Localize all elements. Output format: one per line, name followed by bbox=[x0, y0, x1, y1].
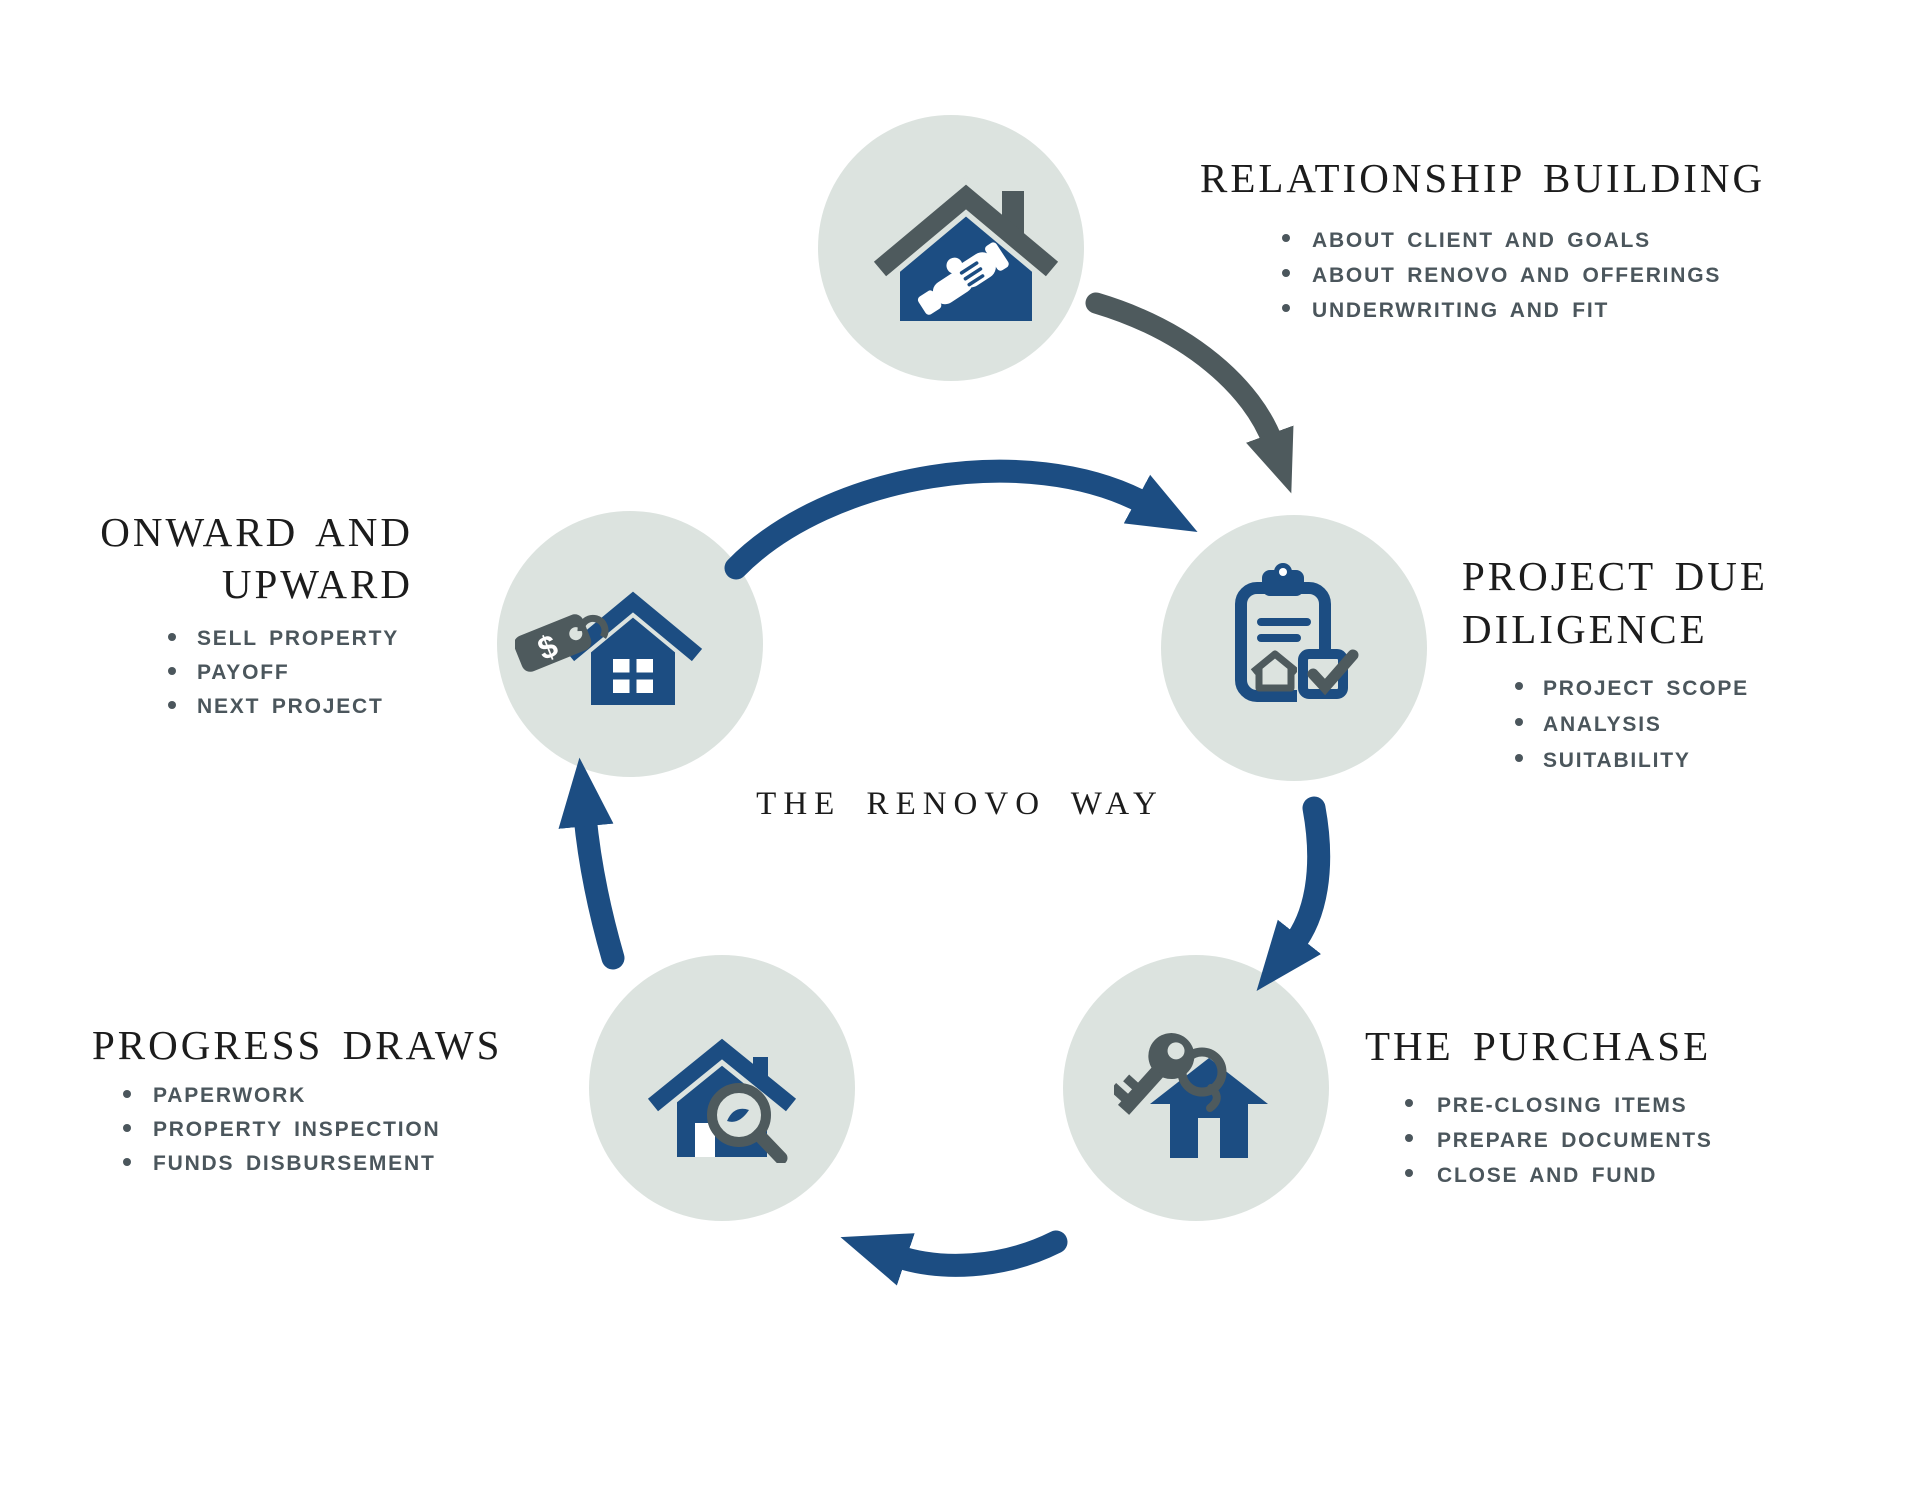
bullet-item: ABOUT RENOVO AND OFFERINGS bbox=[1282, 258, 1860, 293]
bullet-item: PAYOFF bbox=[168, 656, 413, 690]
arrow-onward-to-diligence bbox=[724, 459, 1198, 580]
price-tag: $ bbox=[515, 614, 592, 672]
house-price-tag-icon: $ bbox=[515, 586, 705, 705]
arrow-diligence-to-purchase bbox=[1256, 796, 1331, 991]
diagram-center-title: THE RENOVO WAY bbox=[756, 786, 1164, 822]
stage-text-diligence: PROJECT DUE DILIGENCE PROJECT SCOPE ANAL… bbox=[1462, 550, 1902, 779]
stage-title-diligence: PROJECT DUE DILIGENCE bbox=[1462, 553, 1768, 652]
clipboard-checklist-icon bbox=[1235, 563, 1359, 702]
bullet-item: UNDERWRITING AND FIT bbox=[1282, 293, 1860, 328]
bullet-item: NEXT PROJECT bbox=[168, 690, 413, 724]
stage-circle-purchase bbox=[1063, 955, 1329, 1221]
bullet-item: PAPERWORK bbox=[123, 1079, 632, 1113]
stage-bullets-draws: PAPERWORK PROPERTY INSPECTION FUNDS DISB… bbox=[123, 1079, 632, 1181]
key-house-icon bbox=[1113, 1032, 1268, 1158]
stage-title-relationship: RELATIONSHIP BUILDING bbox=[1200, 155, 1766, 201]
stage-bullets-diligence: PROJECT SCOPE ANALYSIS SUITABILITY bbox=[1515, 671, 1902, 779]
stage-text-purchase: THE PURCHASE PRE-CLOSING ITEMS PREPARE D… bbox=[1365, 1023, 1865, 1193]
bullet-item: FUNDS DISBURSEMENT bbox=[123, 1147, 632, 1181]
bullet-item: CLOSE AND FUND bbox=[1405, 1158, 1865, 1193]
bullet-item: ABOUT CLIENT AND GOALS bbox=[1282, 223, 1860, 258]
stage-text-onward: ONWARD AND UPWARD SELL PROPERTY PAYOFF N… bbox=[95, 506, 413, 724]
stage-circle-relationship bbox=[818, 115, 1084, 381]
bullet-item: SUITABILITY bbox=[1515, 743, 1902, 779]
stage-text-draws: PROGRESS DRAWS PAPERWORK PROPERTY INSPEC… bbox=[92, 1022, 632, 1181]
stage-bullets-purchase: PRE-CLOSING ITEMS PREPARE DOCUMENTS CLOS… bbox=[1405, 1088, 1865, 1193]
stage-text-relationship: RELATIONSHIP BUILDING ABOUT CLIENT AND G… bbox=[1200, 155, 1860, 328]
stage-title-onward: ONWARD AND UPWARD bbox=[100, 509, 413, 607]
arrow-purchase-to-draws bbox=[840, 1230, 1068, 1286]
stage-circle-diligence bbox=[1161, 515, 1427, 781]
stage-bullets-onward: SELL PROPERTY PAYOFF NEXT PROJECT bbox=[168, 622, 413, 724]
arrow-draws-to-onward bbox=[558, 757, 625, 970]
bullet-item: PRE-CLOSING ITEMS bbox=[1405, 1088, 1865, 1123]
stage-title-purchase: THE PURCHASE bbox=[1365, 1023, 1712, 1069]
stage-circle-onward: $ bbox=[497, 511, 763, 777]
bullet-item: PREPARE DOCUMENTS bbox=[1405, 1123, 1865, 1158]
bullet-item: PROJECT SCOPE bbox=[1515, 671, 1902, 707]
house-handshake-icon bbox=[870, 177, 1062, 321]
stage-circle-draws bbox=[589, 955, 855, 1221]
stage-title-draws: PROGRESS DRAWS bbox=[92, 1022, 503, 1068]
bullet-item: SELL PROPERTY bbox=[168, 622, 413, 656]
house-inspection-icon bbox=[644, 1032, 800, 1163]
stage-bullets-relationship: ABOUT CLIENT AND GOALS ABOUT RENOVO AND … bbox=[1282, 223, 1860, 328]
bullet-item: ANALYSIS bbox=[1515, 707, 1902, 743]
bullet-item: PROPERTY INSPECTION bbox=[123, 1113, 632, 1147]
